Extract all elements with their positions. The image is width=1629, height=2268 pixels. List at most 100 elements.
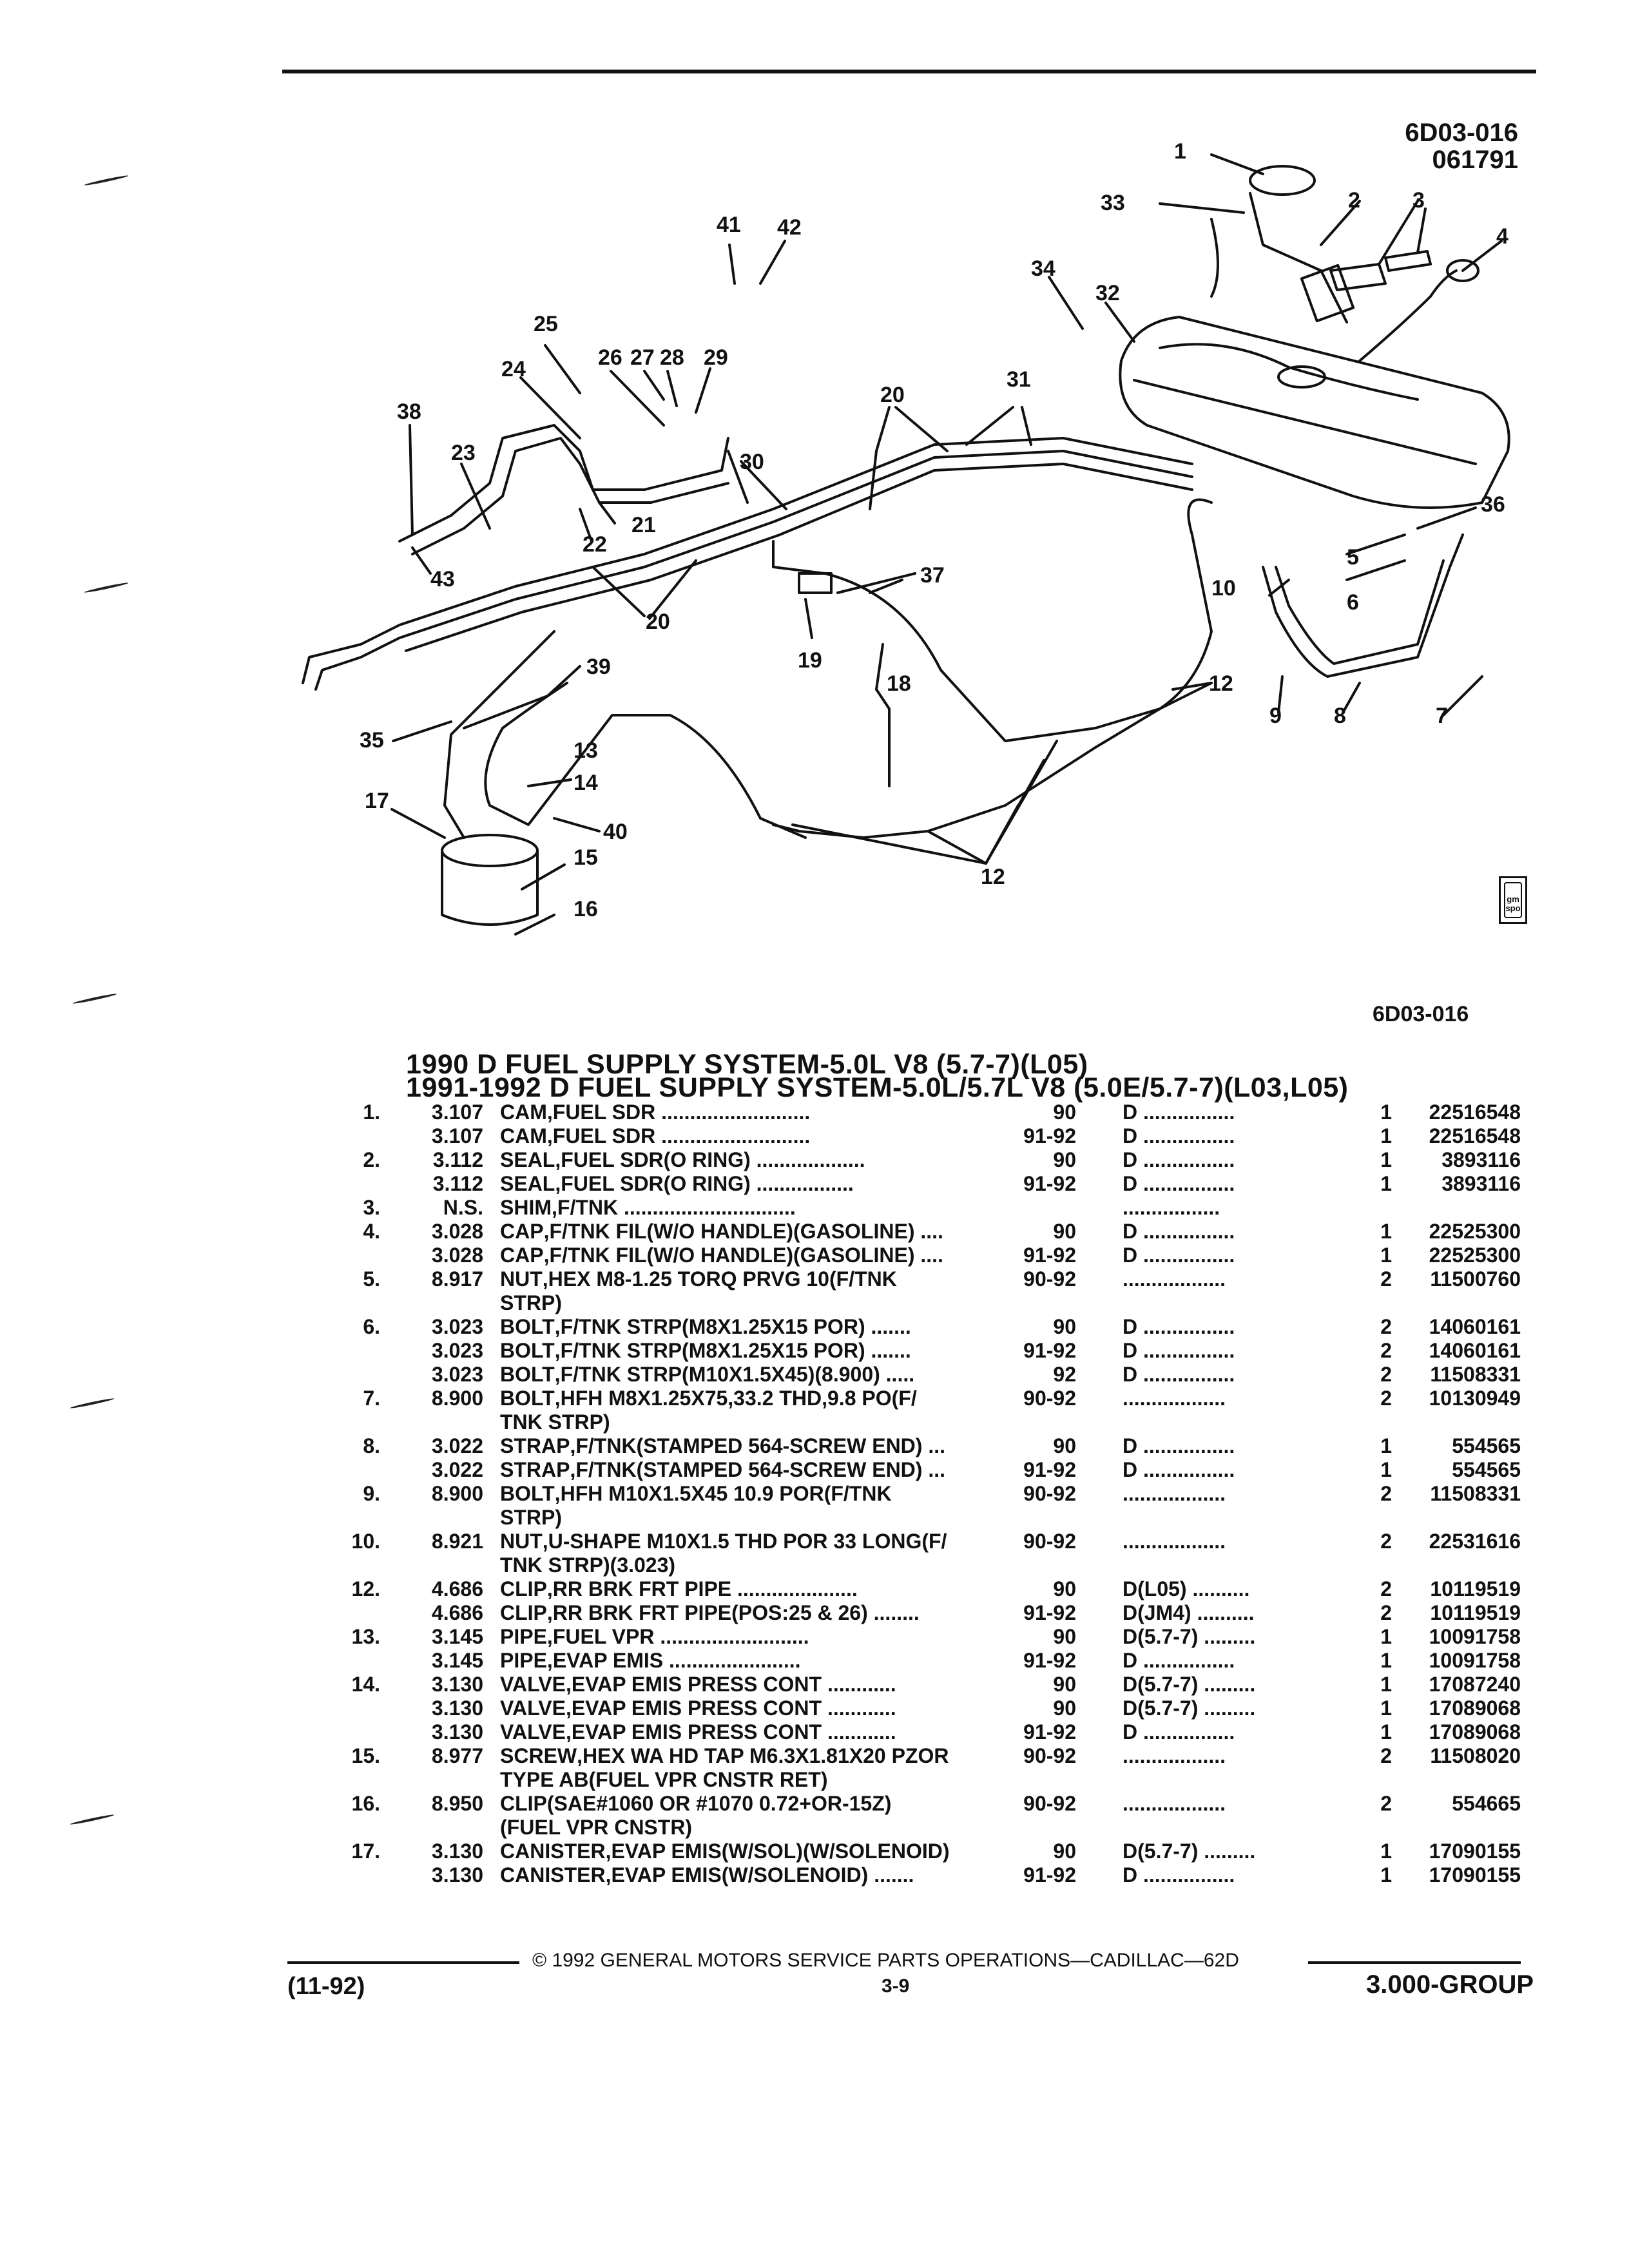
cell-name: CANISTER [500,1863,606,1887]
cell-part: 11508020 [1430,1744,1521,1767]
callout-16: 16 [574,897,598,921]
cell-year: 90 [1053,1100,1076,1124]
callout-31: 31 [1007,367,1031,392]
cell-year: 91-92 [1023,1172,1076,1195]
cell-part: 14060161 [1429,1315,1521,1338]
cell-name-desc: CANISTER,EVAP EMIS(W/SOL)(W/SOLENOID) [500,1840,949,1863]
cell-name-desc: SEAL,FUEL SDR(O RING) ................. [500,1172,854,1196]
cell-group: 3.028 [431,1220,483,1243]
cell-desc: (SAE#1060 OR #1070 0.72+OR-15Z) [546,1792,892,1815]
cell-name: CAM [500,1100,547,1124]
cell-year: 91-92 [1023,1601,1076,1624]
footer-rule-left [287,1961,519,1964]
cell-name: NUT [500,1267,543,1291]
cell-name: VALVE [500,1696,566,1720]
callout-19: 19 [798,648,822,673]
cell-name-desc: TNK STRP)(3.023) [500,1553,675,1577]
callout-23: 23 [451,441,476,465]
cell-qty: 1 [1380,1649,1392,1672]
cell-part: 22516548 [1429,1100,1521,1124]
cell-desc: ,F/TNK STRP(M8X1.25X15 POR) ....... [554,1315,911,1338]
cell-group: 3.130 [431,1696,483,1720]
cell-qty: 1 [1380,1673,1392,1696]
cell-code: D ................ [1123,1124,1235,1148]
callout-22: 22 [583,532,607,557]
diagram-lines [302,153,1510,936]
callout-34: 34 [1031,256,1055,281]
cell-qty: 2 [1380,1482,1392,1505]
footer-rule-right [1308,1961,1521,1964]
cell-code: D ................ [1123,1863,1235,1887]
callout-39: 39 [586,655,611,679]
callout-26: 26 [598,345,622,370]
cell-name: SEAL [500,1172,555,1195]
cell-code: D(5.7-7) ......... [1123,1840,1256,1863]
cell-group: 3.130 [431,1720,483,1744]
cell-code: .................. [1123,1267,1226,1291]
fuel-system-diagram: 1 2 3 3 4 33 34 32 41 42 25 24 26 27 28 … [302,139,1510,936]
cell-year: 90-92 [1023,1482,1076,1505]
cell-name-desc: VALVE,EVAP EMIS PRESS CONT ............ [500,1673,896,1696]
callout-4: 4 [1496,224,1509,249]
callout-7: 7 [1436,704,1448,728]
callout-27: 27 [630,345,655,370]
section-title-1991-1992: 1991-1992 D FUEL SUPPLY SYSTEM-5.0L/5.7L… [406,1072,1349,1103]
cell-year: 90 [1053,1220,1076,1243]
cell-name-desc: CANISTER,EVAP EMIS(W/SOLENOID) ....... [500,1863,914,1887]
table-row: TNK STRP)(3.023) [0,1553,1629,1577]
cell-part: 22525300 [1429,1220,1521,1243]
cell-name-desc: STRAP,F/TNK(STAMPED 564-SCREW END) ... [500,1434,945,1458]
callout-8: 8 [1334,704,1346,728]
cell-name-desc: PIPE,FUEL VPR .......................... [500,1625,809,1649]
cell-code: .................. [1123,1792,1226,1815]
cell-item: 15. [351,1744,380,1767]
cell-name: BOLT [500,1339,555,1362]
callout-29: 29 [704,345,728,370]
cell-group: 8.977 [431,1744,483,1767]
cell-group: 3.023 [431,1363,483,1386]
cell-qty: 1 [1380,1124,1392,1148]
cell-item: 13. [351,1625,380,1648]
cell-qty: 1 [1380,1840,1392,1863]
cell-desc: ,FUEL SDR(O RING) ................... [555,1148,865,1171]
cell-name: BOLT [500,1315,555,1338]
callout-38: 38 [397,399,421,424]
cell-name-desc: SCREW,HEX WA HD TAP M6.3X1.81X20 PZOR [500,1744,949,1768]
callout-3: 3 [1412,188,1425,213]
cell-qty: 1 [1380,1458,1392,1481]
cell-desc: ,F/TNK(STAMPED 564-SCREW END) ... [570,1458,945,1481]
cell-name-desc: TYPE AB(FUEL VPR CNSTR RET) [500,1768,827,1792]
figure-date: 061791 [1432,146,1518,174]
cell-desc: ,U-SHAPE M10X1.5 THD POR 33 LONG(F/ [542,1530,947,1553]
cell-code: D ................ [1123,1363,1235,1386]
callout-6: 6 [1347,590,1359,615]
cell-qty: 2 [1380,1577,1392,1600]
cell-group: 3.023 [431,1339,483,1362]
cell-part: 22516548 [1429,1124,1521,1148]
cell-code: D ................ [1123,1172,1235,1195]
cell-year: 91-92 [1023,1720,1076,1744]
cell-name-desc: BOLT,F/TNK STRP(M8X1.25X15 POR) ....... [500,1315,911,1339]
cell-qty: 1 [1380,1148,1392,1171]
cell-desc: STRP) [500,1506,562,1529]
cell-name-desc: BOLT,F/TNK STRP(M10X1.5X45)(8.900) ..... [500,1363,914,1387]
cell-code: D ................ [1123,1315,1235,1338]
cell-name-desc: (FUEL VPR CNSTR) [500,1816,692,1840]
callout-33: 33 [1101,191,1125,215]
cell-year: 90 [1053,1673,1076,1696]
cell-part: 3893116 [1441,1172,1521,1195]
cell-name: BOLT [500,1482,555,1505]
callout-40: 40 [603,820,628,844]
cell-name-desc: TNK STRP) [500,1410,610,1434]
cell-qty: 2 [1380,1792,1392,1815]
cell-name-desc: CAM,FUEL SDR .......................... [500,1100,810,1124]
